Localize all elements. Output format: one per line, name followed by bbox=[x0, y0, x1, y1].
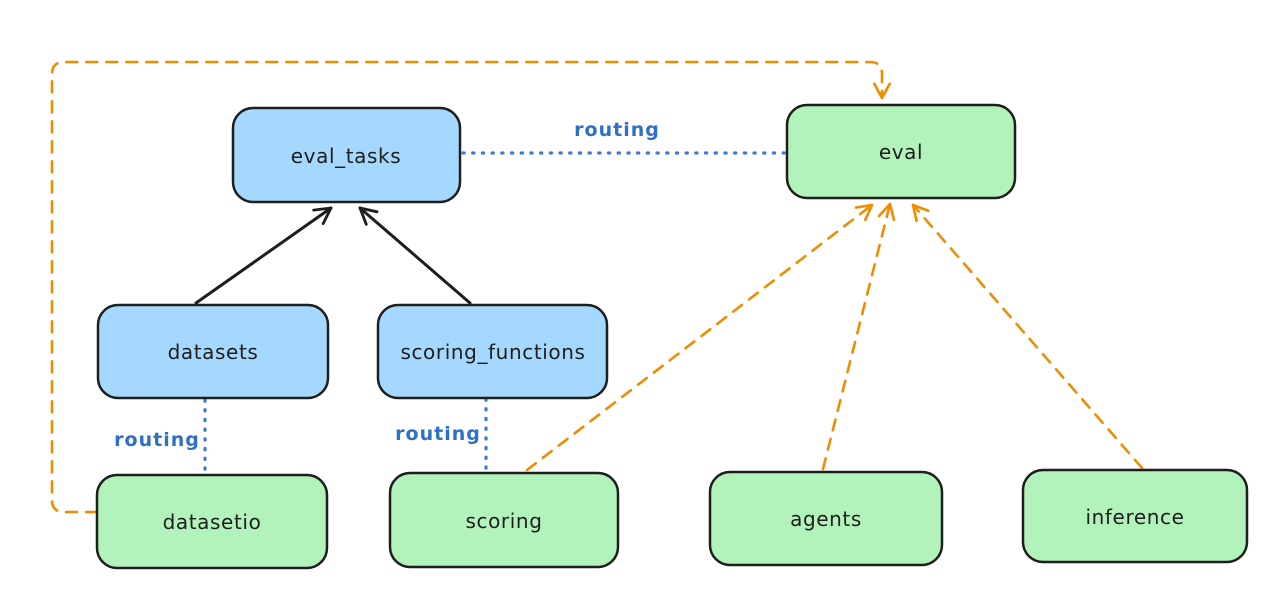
node-inference-box bbox=[1021, 468, 1249, 564]
node-agents-label: agents bbox=[790, 507, 862, 531]
node-scoring-functions-box bbox=[376, 303, 609, 400]
node-inference: inference bbox=[1021, 468, 1249, 564]
node-datasets: datasets bbox=[96, 303, 330, 400]
node-datasetio-label: datasetio bbox=[163, 510, 262, 534]
node-scoring: scoring bbox=[388, 471, 620, 569]
edge-agents-to-eval bbox=[821, 202, 896, 471]
node-agents-box bbox=[708, 470, 944, 567]
node-datasetio: datasetio bbox=[95, 473, 329, 570]
node-datasetio-box bbox=[95, 473, 329, 570]
routing-label-top: routing bbox=[574, 119, 660, 141]
node-inference-label: inference bbox=[1085, 505, 1184, 529]
node-eval-tasks-label: eval_tasks bbox=[291, 144, 401, 168]
node-scoring-box bbox=[388, 471, 620, 569]
edge-datasets-to-eval-tasks bbox=[194, 206, 333, 305]
edge-scoring-to-eval bbox=[525, 203, 874, 472]
node-datasets-box bbox=[96, 303, 330, 400]
node-eval-tasks: eval_tasks bbox=[231, 106, 462, 204]
edge-datasetio-to-eval bbox=[50, 60, 892, 514]
node-eval-label: eval bbox=[879, 140, 923, 164]
node-scoring-label: scoring bbox=[465, 509, 542, 533]
edge-inference-to-eval bbox=[911, 203, 1144, 470]
node-eval-box bbox=[785, 103, 1017, 200]
routing-label-scoring: routing bbox=[395, 423, 481, 445]
node-scoring-functions: scoring_functions bbox=[376, 303, 609, 400]
node-datasets-label: datasets bbox=[168, 340, 259, 364]
node-scoring-functions-label: scoring_functions bbox=[400, 340, 585, 364]
edge-scoring-functions-to-eval-tasks bbox=[358, 206, 472, 305]
node-eval-tasks-box bbox=[231, 106, 462, 204]
routing-label-datasetio: routing bbox=[114, 429, 200, 451]
node-eval: eval bbox=[785, 103, 1017, 200]
node-agents: agents bbox=[708, 470, 944, 567]
